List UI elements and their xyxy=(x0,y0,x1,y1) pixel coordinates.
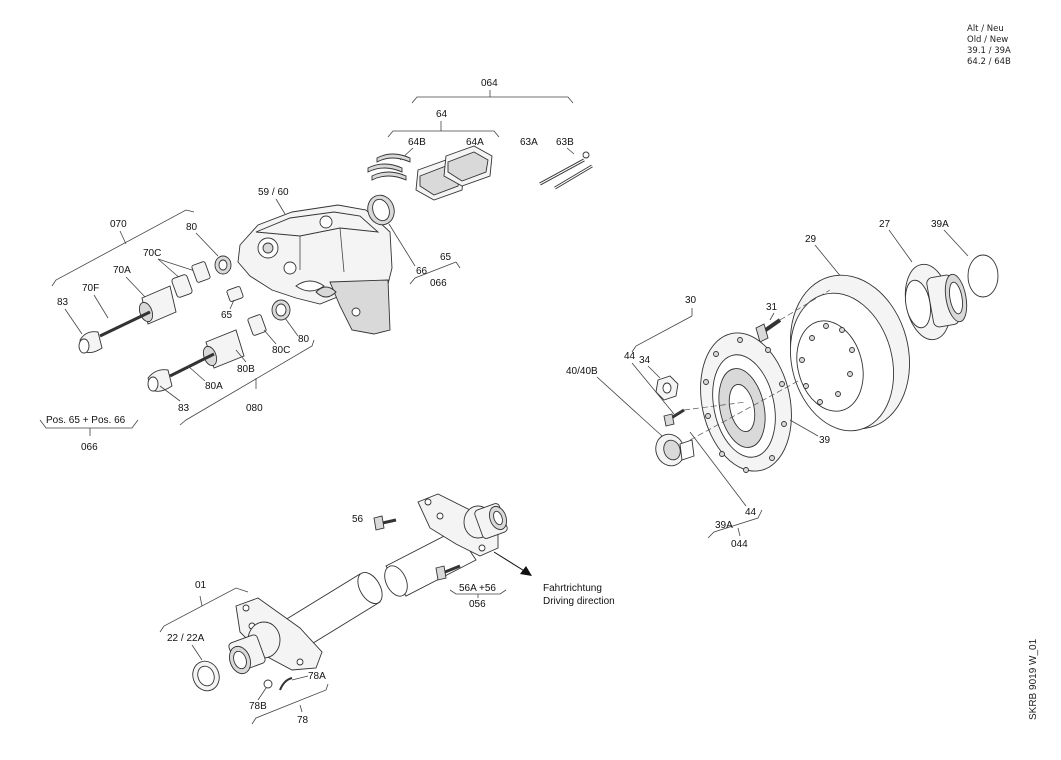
label-39A-top: 39A xyxy=(931,219,949,230)
group-bracket-30 xyxy=(631,308,693,353)
revision-legend: Alt / Neu Old / New 39.1 / 39A 64.2 / 64… xyxy=(967,24,1011,68)
label-56A-56: 56A +56 xyxy=(459,583,496,594)
group-bracket-080 xyxy=(179,339,315,426)
group-bracket-066-left xyxy=(39,419,139,436)
axle-tube-upper xyxy=(384,529,477,597)
label-80-right: 80 xyxy=(298,334,310,345)
wheel-hub xyxy=(904,263,968,341)
pad-spring-clips xyxy=(367,153,411,181)
guide-pin-assembly-lower xyxy=(147,299,291,392)
label-65-mid: 65 xyxy=(221,310,233,321)
label-63B: 63B xyxy=(556,137,574,148)
label-39A-bottom: 39A xyxy=(715,520,733,531)
label-78: 78 xyxy=(297,715,309,726)
label-56: 56 xyxy=(352,514,364,525)
label-39: 39 xyxy=(819,435,831,446)
direction-label-de: Fahrtrichtung xyxy=(543,583,602,594)
label-01: 01 xyxy=(195,580,207,591)
bolt-56 xyxy=(373,515,397,531)
legend-line: 39.1 / 39A xyxy=(967,46,1011,56)
label-63A: 63A xyxy=(520,137,538,148)
group-bracket-070 xyxy=(51,209,195,287)
plug-78B xyxy=(263,679,273,689)
label-80C: 80C xyxy=(272,345,290,356)
label-pos-group: Pos. 65 + Pos. 66 xyxy=(46,415,126,426)
label-080: 080 xyxy=(246,403,263,414)
label-30: 30 xyxy=(685,295,697,306)
label-22-22A: 22 / 22A xyxy=(167,633,205,644)
label-59-60: 59 / 60 xyxy=(258,187,289,198)
guide-pin-assembly-upper xyxy=(78,255,232,354)
wheel-nut xyxy=(655,375,679,401)
wheel-bolt xyxy=(755,318,782,343)
bleed-fitting-78A xyxy=(279,677,293,691)
label-70F: 70F xyxy=(82,283,99,294)
label-44-bottom: 44 xyxy=(745,507,757,518)
axle-nut xyxy=(192,660,220,692)
group-bracket-64 xyxy=(387,121,500,138)
group-bracket-064 xyxy=(411,90,574,104)
label-70A: 70A xyxy=(113,265,131,276)
label-056: 056 xyxy=(469,599,486,610)
label-34: 34 xyxy=(639,355,651,366)
label-29: 29 xyxy=(805,234,817,245)
legend-line: Old / New xyxy=(967,35,1009,45)
abs-ring xyxy=(967,254,999,298)
label-65-right: 65 xyxy=(440,252,452,263)
label-40-40B: 40/40B xyxy=(566,366,598,377)
label-64B: 64B xyxy=(408,137,426,148)
label-83-top: 83 xyxy=(57,297,69,308)
pad-retaining-pins xyxy=(539,151,593,190)
label-44-top: 44 xyxy=(624,351,636,362)
direction-label-en: Driving direction xyxy=(543,596,615,607)
brake-pads xyxy=(415,145,493,201)
bolt-56A xyxy=(435,564,461,581)
label-70C: 70C xyxy=(143,248,161,259)
label-070: 070 xyxy=(110,219,127,230)
label-66: 66 xyxy=(416,266,428,277)
sealing-bushing-65 xyxy=(226,286,244,302)
group-bracket-056 xyxy=(449,589,507,598)
label-044: 044 xyxy=(731,539,748,550)
axle-spindle-lower xyxy=(228,597,323,675)
label-80-top: 80 xyxy=(186,222,198,233)
hub-cap xyxy=(655,433,695,467)
brake-anchor-flange xyxy=(700,332,792,473)
label-78A: 78A xyxy=(308,671,326,682)
group-bracket-78 xyxy=(251,683,329,725)
label-78B: 78B xyxy=(249,701,267,712)
group-bracket-01 xyxy=(159,587,249,633)
screw-44 xyxy=(663,408,685,427)
label-83-bottom: 83 xyxy=(178,403,190,414)
legend-line: 64.2 / 64B xyxy=(967,57,1011,67)
label-31: 31 xyxy=(766,302,778,313)
label-064: 064 xyxy=(481,78,498,89)
label-80A: 80A xyxy=(205,381,223,392)
brake-caliper xyxy=(237,204,393,335)
driving-direction-arrow xyxy=(493,551,532,576)
label-066-left: 066 xyxy=(81,442,98,453)
label-64A: 64A xyxy=(466,137,484,148)
label-64: 64 xyxy=(436,109,448,120)
brake-disc xyxy=(789,274,911,432)
group-bracket-044 xyxy=(707,509,763,539)
label-27: 27 xyxy=(879,219,891,230)
label-066-right: 066 xyxy=(430,278,447,289)
caliper-seal-ring xyxy=(367,194,395,226)
axle-stub-flange xyxy=(417,493,508,557)
label-80B: 80B xyxy=(237,364,255,375)
legend-line: Alt / Neu xyxy=(967,24,1004,34)
